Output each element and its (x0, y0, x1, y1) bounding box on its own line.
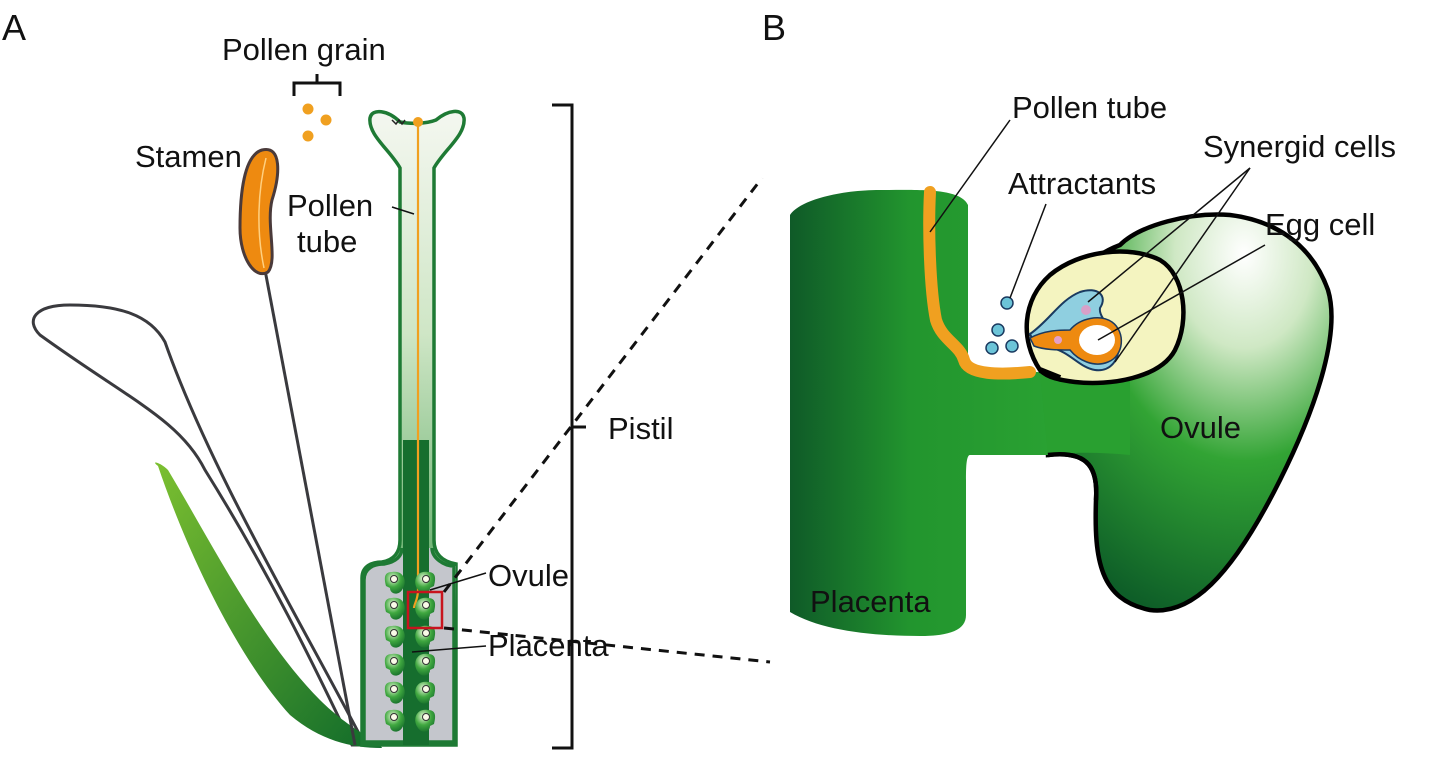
zoom-line-bottom (443, 626, 771, 664)
leader-placenta-a (411, 645, 487, 653)
label-synergid-cells: Synergid cells (1203, 129, 1396, 164)
leader-ovule-a (429, 572, 487, 591)
panel-label-b: B (762, 7, 786, 48)
mini-ovule (415, 681, 436, 704)
panel-label-a: A (2, 7, 26, 48)
leader-synergid-1 (1087, 167, 1251, 303)
stigma-papillae (391, 118, 406, 126)
mini-ovule (384, 597, 405, 620)
label-placenta-a: Placenta (488, 628, 609, 663)
sepal (155, 462, 382, 748)
zoom-highlight-box (406, 590, 444, 630)
synergid-nucleus (1081, 305, 1091, 315)
panel-b: Pollen tube Attractants Synergid cells E… (790, 90, 1396, 637)
mini-ovule (415, 653, 436, 676)
mini-ovule (415, 625, 436, 648)
egg-nucleus (1054, 336, 1062, 344)
label-ovule-a: Ovule (488, 558, 569, 593)
panel-a: Pollen grain Stamen Pollen tube (31, 32, 771, 750)
pollen-grain (320, 114, 332, 126)
mini-ovule (415, 597, 436, 620)
label-ovule-b: Ovule (1160, 410, 1241, 445)
pollen-grain (302, 103, 314, 115)
label-pollen-tube-line2: tube (297, 224, 357, 259)
placenta-body (790, 189, 1058, 637)
funiculus-edge (1047, 451, 1099, 501)
leader-attractants (1009, 203, 1047, 299)
petal-outline (31, 303, 368, 747)
pollen-tube-path (412, 124, 420, 609)
pollen-grain (302, 130, 314, 142)
mini-ovule (415, 571, 436, 594)
attractant (1005, 339, 1019, 353)
pollen-tube-b (923, 186, 1036, 380)
mini-ovule (384, 709, 405, 732)
zoom-line-top (442, 177, 764, 593)
mini-ovules (384, 571, 436, 732)
pollen-grain-bracket (292, 74, 342, 96)
ovary-wall (362, 547, 456, 744)
leader-synergid-2 (1114, 167, 1251, 363)
attractant (1000, 296, 1014, 310)
label-pollen-tube-line1: Pollen (287, 188, 373, 223)
pollen-on-stigma (413, 117, 423, 127)
mini-ovule (384, 653, 405, 676)
mini-ovule (384, 571, 405, 594)
label-egg-cell: Egg cell (1265, 207, 1375, 242)
mini-ovule (384, 681, 405, 704)
leader-pollen-tube (391, 206, 415, 215)
label-stamen: Stamen (135, 139, 242, 174)
mini-ovule (415, 709, 436, 732)
leader-egg-cell (1097, 244, 1266, 341)
micropyle-edge (1038, 367, 1062, 381)
label-placenta-b: Placenta (810, 584, 931, 619)
label-pollen-tube-b: Pollen tube (1012, 90, 1167, 125)
anther-highlight (258, 157, 267, 269)
mini-ovule (384, 625, 405, 648)
label-attractants: Attractants (1008, 166, 1156, 201)
funiculus (1040, 372, 1130, 455)
attractant (985, 341, 999, 355)
label-pistil: Pistil (608, 411, 673, 446)
egg-cell (1079, 325, 1115, 355)
attractant (991, 323, 1005, 337)
stamen-filament (263, 269, 357, 746)
label-pollen-grain: Pollen grain (222, 32, 386, 67)
leader-pollen-tube-b (929, 119, 1011, 233)
pistil-bracket (552, 103, 586, 750)
